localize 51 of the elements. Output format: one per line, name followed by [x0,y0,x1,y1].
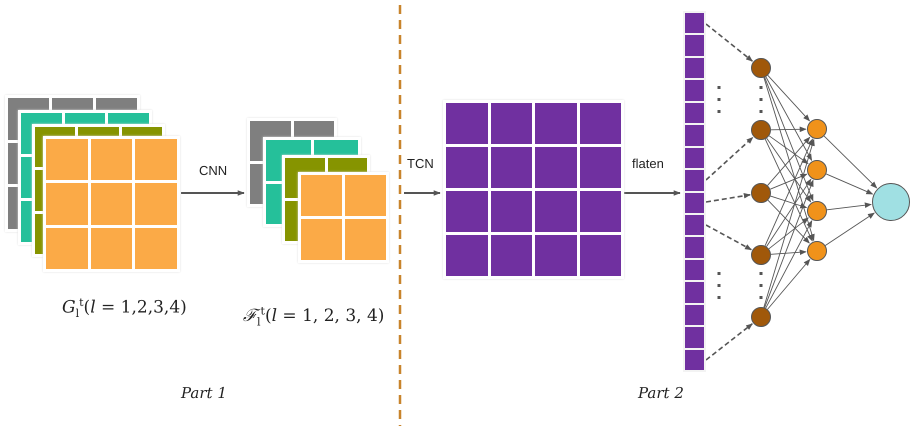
arrow [826,202,872,210]
arrow [765,76,812,161]
arrow [824,212,875,246]
arrow [764,76,814,202]
arrow [767,74,810,122]
arrow [763,138,815,308]
arrow [765,220,812,309]
edge-label: flaten [630,156,666,171]
neuron-circle [807,241,827,261]
arrow [705,136,754,181]
neuron-circle [751,245,771,265]
neuron-circle [807,201,827,221]
arrow [768,200,810,244]
neuron-circle [807,160,827,180]
flattened-vector [683,11,706,372]
arrow [826,174,874,194]
arrow [770,126,807,132]
arrow [767,136,810,186]
neuron-circle [872,183,910,221]
arrow [624,190,681,196]
arrow [824,136,878,188]
arrow [770,196,808,208]
neuron-circle [751,183,771,203]
neuron-circle [807,119,827,139]
arrow [764,180,814,308]
arrow [766,178,812,248]
part-label: Part 2 [638,384,684,402]
arrow [706,323,753,361]
neuron-circle [751,120,771,140]
arrow [181,190,245,196]
formula: G$_{l}$$^{t}$(l = 1,2,3,4) [62,296,187,320]
neuron-circle [751,307,771,327]
arrow [770,174,808,190]
feature-map-stack [247,118,389,263]
arrow [404,190,441,196]
arrow [767,258,810,310]
edge-label: CNN [197,163,230,178]
arrow [706,193,751,203]
formula: ℱ$_{l}$$^{t}$(l = 1, 2, 3, 4) [243,303,384,328]
arrow [706,224,752,250]
feature-grid [443,100,624,279]
arrow [770,249,807,256]
arrow [766,138,812,203]
feature-map-stack [5,95,181,273]
arrow [706,23,753,62]
arrow [768,135,809,164]
edge-label: TCN [405,156,436,171]
arrow [768,217,809,250]
part-label: Part 1 [181,384,227,402]
arrow [763,77,815,242]
neuron-circle [751,58,771,78]
